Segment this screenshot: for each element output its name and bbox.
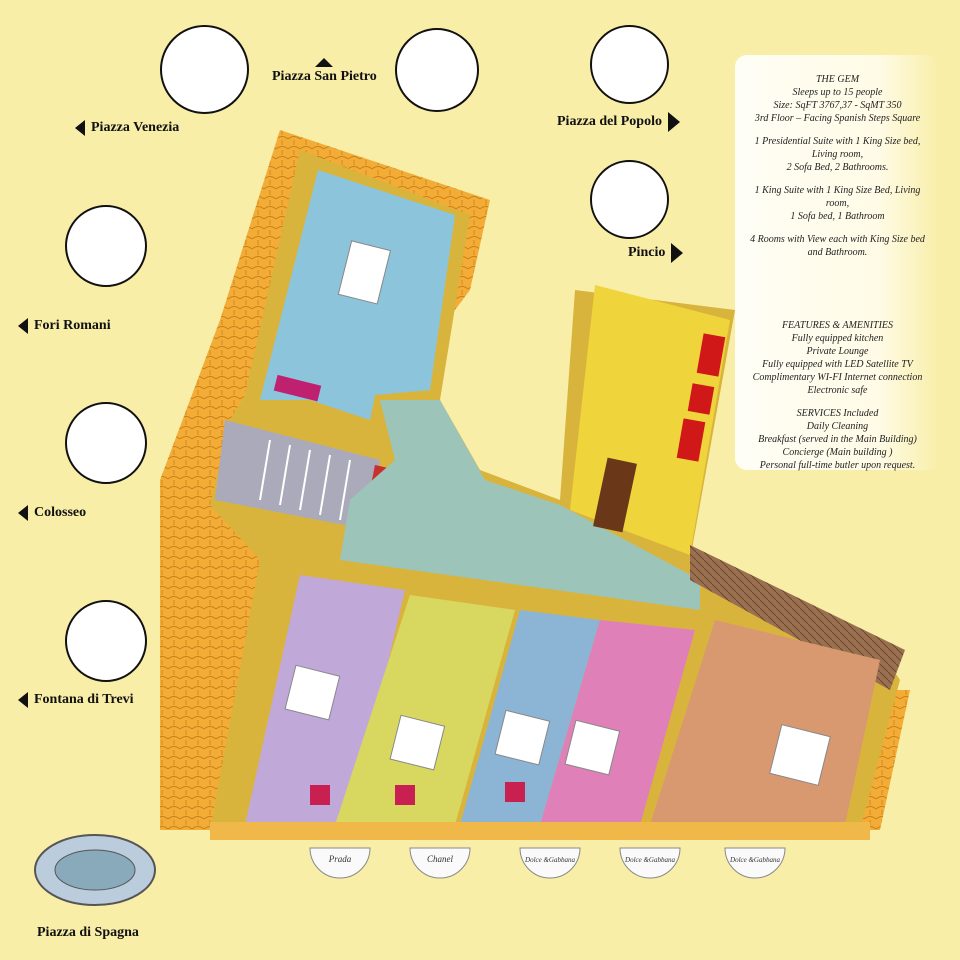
- info-size: Size: SqFT 3767,37 - SqMT 350: [773, 100, 902, 111]
- info-suite2: 1 King Suite with 1 King Size Bed, Livin…: [754, 185, 921, 222]
- arrow-left-icon: [18, 318, 28, 334]
- services-title: SERVICES Included: [796, 408, 879, 419]
- service-item: Concierge (Main building ): [782, 447, 893, 458]
- kitchen-counter: [593, 457, 637, 533]
- landmark-label: Fori Romani: [34, 318, 111, 333]
- landmark-label: Piazza Venezia: [91, 120, 180, 135]
- feature-item: Electronic safe: [807, 385, 868, 396]
- link-fori-romani[interactable]: Fori Romani: [18, 318, 111, 334]
- staircase: [215, 420, 380, 530]
- arrow-left-icon: [18, 505, 28, 521]
- feature-item: Fully equipped with LED Satellite TV: [762, 359, 913, 370]
- landmark-label: Pincio: [628, 245, 666, 260]
- sofa-icon: [273, 374, 322, 402]
- arrow-right-icon: [671, 243, 684, 263]
- room-king-suite: [650, 620, 880, 825]
- fontana-di-trevi-icon: [65, 600, 147, 682]
- fori-romani-icon: [65, 205, 147, 287]
- service-item: Personal full-time butler upon request.: [759, 460, 916, 471]
- balcony-rail: [210, 822, 870, 840]
- beds: [284, 664, 831, 786]
- info-panel: THE GEM Sleeps up to 15 people Size: SqF…: [735, 55, 940, 471]
- feature-item: Complimentary WI-FI Internet connection: [752, 372, 923, 383]
- info-suite1: 1 Presidential Suite with 1 King Size be…: [754, 136, 921, 173]
- landmark-label: Fontana di Trevi: [34, 692, 134, 707]
- info-floor: 3rd Floor – Facing Spanish Steps Square: [754, 113, 921, 124]
- link-fontana-di-trevi[interactable]: Fontana di Trevi: [18, 692, 134, 708]
- arrow-left-icon: [18, 692, 28, 708]
- bed-icon: [337, 240, 392, 305]
- piazza-del-popolo-icon: [590, 25, 669, 104]
- link-piazza-venezia[interactable]: Piazza Venezia: [75, 120, 179, 136]
- landmark-label: Piazza di Spagna: [37, 925, 139, 940]
- pincio-icon: [590, 160, 669, 239]
- link-piazza-san-pietro[interactable]: Piazza San Pietro: [272, 58, 377, 85]
- piazza-venezia-icon: [160, 25, 249, 114]
- corridor: [340, 400, 700, 610]
- piazza-san-pietro-icon: [395, 28, 479, 112]
- features-title: FEATURES & AMENITIES: [781, 320, 894, 331]
- info-rooms: 4 Rooms with View each with King Size be…: [750, 234, 925, 258]
- colosseo-icon: [65, 402, 147, 484]
- shop-label: Dolce &Gabbana: [729, 856, 780, 864]
- shop-label: Chanel: [427, 854, 453, 864]
- label-piazza-di-spagna: Piazza di Spagna: [37, 925, 139, 941]
- arrow-left-icon: [75, 120, 85, 136]
- arrow-up-icon: [315, 58, 334, 67]
- room-lounge: [570, 285, 730, 555]
- arrow-right-icon: [668, 112, 680, 132]
- info-sleeps: Sleeps up to 15 people: [792, 87, 883, 98]
- service-item: Daily Cleaning: [806, 421, 869, 432]
- service-item: Breakfast (served in the Main Building): [758, 434, 917, 445]
- info-title: THE GEM: [815, 74, 860, 85]
- link-piazza-del-popolo[interactable]: Piazza del Popolo: [557, 112, 680, 132]
- feature-item: Fully equipped kitchen: [791, 333, 884, 344]
- landmark-label: Colosseo: [34, 505, 87, 520]
- landmark-label: Piazza del Popolo: [557, 114, 662, 129]
- link-pincio[interactable]: Pincio: [628, 243, 684, 263]
- room-pink: [540, 620, 695, 825]
- shop-label: Dolce &Gabbana: [624, 856, 675, 864]
- armchairs: [310, 782, 525, 805]
- shop-awnings: [309, 847, 786, 879]
- shop-label: Dolce &Gabbana: [524, 856, 575, 864]
- feature-item: Private Lounge: [806, 346, 869, 357]
- landmark-label: Piazza San Pietro: [272, 69, 377, 84]
- link-colosseo[interactable]: Colosseo: [18, 505, 86, 521]
- room-lime: [335, 595, 515, 825]
- red-sofas: [676, 333, 726, 462]
- shop-label: Prada: [328, 854, 352, 864]
